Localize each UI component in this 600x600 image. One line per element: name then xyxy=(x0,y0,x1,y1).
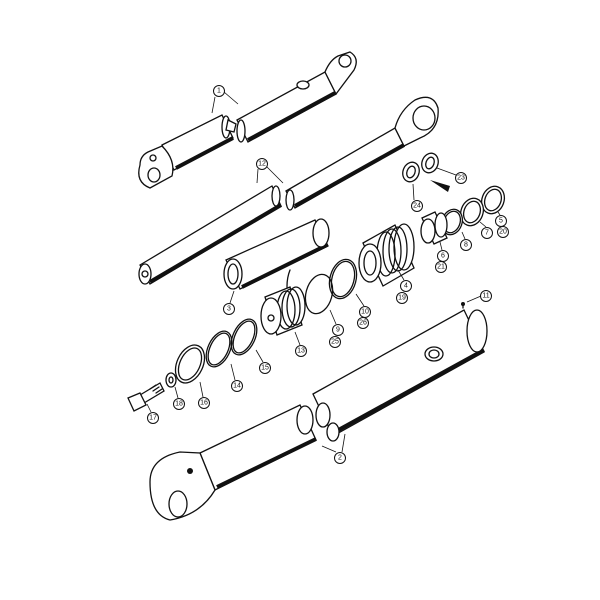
callout-17: 17 xyxy=(147,412,159,424)
part-cylinder-assembly xyxy=(138,51,357,189)
svg-text:13: 13 xyxy=(297,348,305,355)
part-piston-rings xyxy=(165,318,258,388)
leader-lines xyxy=(146,91,501,453)
svg-text:1: 1 xyxy=(217,88,221,95)
svg-text:18: 18 xyxy=(175,401,183,408)
callout-26: 26 xyxy=(357,317,369,329)
callout-2: 2 xyxy=(334,452,346,464)
part-piston xyxy=(260,286,306,336)
part-grease-fitting xyxy=(461,302,465,309)
part-barrel xyxy=(149,309,488,521)
svg-text:25: 25 xyxy=(331,339,339,346)
svg-text:7: 7 xyxy=(485,230,489,237)
svg-text:15: 15 xyxy=(261,365,269,372)
callout-7: 7 xyxy=(481,227,493,239)
svg-text:24: 24 xyxy=(413,203,421,210)
callout-23: 23 xyxy=(455,172,467,184)
callout-25: 25 xyxy=(329,336,341,348)
callout-9: 9 xyxy=(332,324,344,336)
callout-10: 10 xyxy=(359,306,371,318)
svg-text:26: 26 xyxy=(359,320,367,327)
svg-text:19: 19 xyxy=(398,295,406,302)
callout-5: 5 xyxy=(495,215,507,227)
svg-text:20: 20 xyxy=(499,229,507,236)
svg-text:16: 16 xyxy=(200,400,208,407)
svg-text:11: 11 xyxy=(482,293,489,300)
svg-text:21: 21 xyxy=(437,264,445,271)
svg-text:2: 2 xyxy=(338,455,342,462)
callout-4: 4 xyxy=(400,280,412,292)
svg-text:3: 3 xyxy=(227,306,231,313)
part-seals-group xyxy=(402,152,506,245)
callout-21: 21 xyxy=(435,261,447,273)
part-piston-rod xyxy=(138,96,439,285)
svg-text:5: 5 xyxy=(499,218,503,225)
svg-text:17: 17 xyxy=(149,415,157,422)
callout-15: 15 xyxy=(259,362,271,374)
callout-19: 19 xyxy=(396,292,408,304)
callout-12: 12 xyxy=(256,158,268,170)
callout-11: 11 xyxy=(480,290,492,302)
svg-text:14: 14 xyxy=(233,383,241,390)
callout-16: 16 xyxy=(198,397,210,409)
part-spacer-tube xyxy=(223,218,330,290)
svg-text:23: 23 xyxy=(457,175,465,182)
part-gland xyxy=(358,223,415,287)
callout-8: 8 xyxy=(460,239,472,251)
svg-text:6: 6 xyxy=(441,253,445,260)
callout-24: 24 xyxy=(411,200,423,212)
svg-text:10: 10 xyxy=(361,309,369,316)
svg-text:9: 9 xyxy=(336,327,340,334)
callout-14: 14 xyxy=(231,380,243,392)
callout-6: 6 xyxy=(437,250,449,262)
svg-text:4: 4 xyxy=(404,283,408,290)
callout-3: 3 xyxy=(223,303,235,315)
callout-1: 1 xyxy=(213,85,225,97)
callout-18: 18 xyxy=(173,398,185,410)
callout-13: 13 xyxy=(295,345,307,357)
callout-20: 20 xyxy=(497,226,509,238)
svg-text:12: 12 xyxy=(258,161,266,168)
part-bolt xyxy=(127,382,165,412)
svg-text:8: 8 xyxy=(464,242,468,249)
